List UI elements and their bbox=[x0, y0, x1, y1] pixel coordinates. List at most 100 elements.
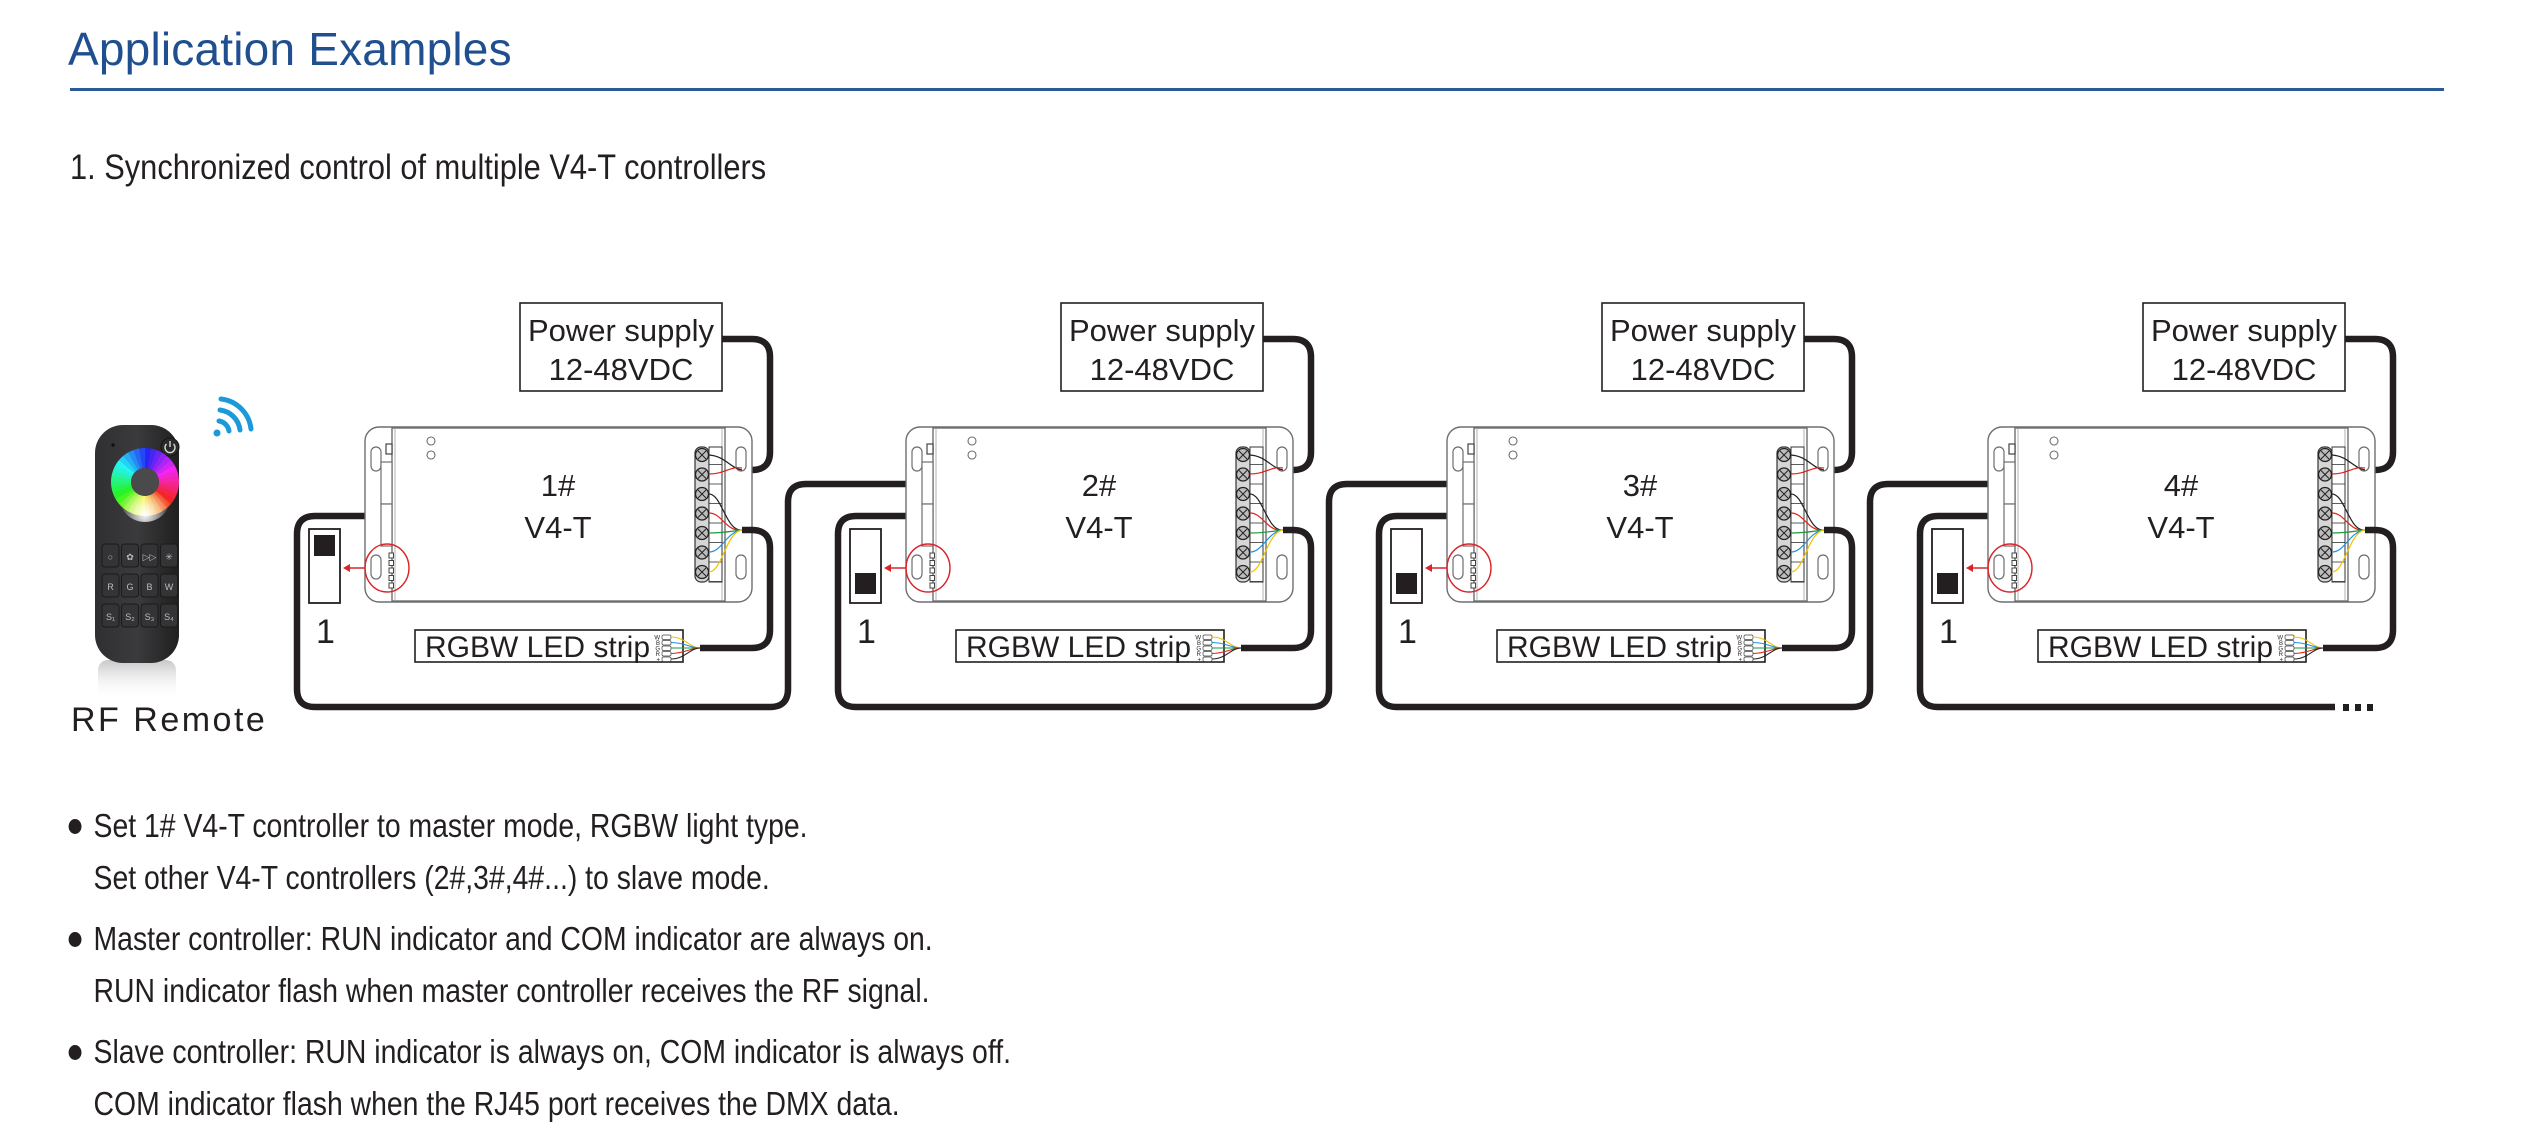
remote-button[interactable]: B bbox=[140, 573, 159, 598]
dip-switch-pin[interactable] bbox=[2011, 567, 2017, 574]
remote-button[interactable]: R bbox=[101, 573, 120, 598]
rj45-port-out[interactable] bbox=[1462, 503, 1475, 547]
strip-pin-pad bbox=[2284, 645, 2295, 651]
strip-lead bbox=[1752, 647, 1783, 660]
remote-button-label: S₄ bbox=[164, 612, 174, 622]
dip-switch-pin[interactable] bbox=[929, 582, 935, 589]
dip-switch-pin[interactable] bbox=[929, 575, 935, 581]
com-indicator bbox=[1508, 450, 1518, 460]
rj45-port-out[interactable] bbox=[2003, 503, 2016, 547]
dip-switch-knob bbox=[1937, 573, 1958, 594]
remote-button[interactable]: ▷▷ bbox=[140, 543, 159, 568]
color-wheel-segment bbox=[139, 448, 146, 469]
wireless-signal-icon bbox=[213, 396, 254, 437]
v4-t-controller[interactable]: 2#V4-T bbox=[884, 426, 1294, 603]
dip-switch-number: 1 bbox=[857, 613, 876, 651]
dip-switch-pin[interactable] bbox=[929, 560, 935, 566]
continuation-dot bbox=[2343, 704, 2349, 711]
rj45-port-in[interactable] bbox=[2003, 461, 2016, 505]
run-indicator bbox=[1508, 436, 1518, 446]
remote-button-face bbox=[140, 603, 159, 628]
terminal-screw-slot bbox=[1238, 528, 1248, 538]
rj45-port-out[interactable] bbox=[380, 503, 393, 547]
dip-switch-pin[interactable] bbox=[929, 552, 935, 559]
v4-t-controller[interactable]: 3#V4-T bbox=[1425, 426, 1835, 603]
dip-switch-pin[interactable] bbox=[1470, 582, 1476, 589]
v4-t-controller[interactable]: 1#V4-T bbox=[343, 426, 753, 603]
rj45-port-in[interactable] bbox=[380, 461, 393, 505]
mounting-slot bbox=[735, 446, 747, 472]
dip-switch-1[interactable]: 1 bbox=[849, 528, 882, 651]
led-strip-label: RGBW LED strip bbox=[1507, 631, 1732, 664]
remote-button[interactable]: S₃ bbox=[140, 603, 159, 628]
remote-button[interactable]: ○ bbox=[101, 543, 120, 568]
strip-pin-label: + bbox=[656, 658, 660, 664]
dip-switch-number: 1 bbox=[1398, 613, 1417, 651]
strip-pin-pad bbox=[2284, 651, 2295, 657]
terminal-screw-slot bbox=[2320, 450, 2330, 460]
dip-switch-pin[interactable] bbox=[388, 575, 394, 581]
color-wheel[interactable] bbox=[111, 448, 179, 522]
dip-switch-pin[interactable] bbox=[388, 552, 394, 559]
strip-lead bbox=[670, 647, 701, 660]
remote-button[interactable]: ✳ bbox=[160, 543, 178, 568]
output-lead bbox=[2331, 529, 2366, 573]
rj45-port-in[interactable] bbox=[1462, 461, 1475, 505]
dip-switch-1[interactable]: 1 bbox=[308, 528, 341, 651]
rj45-port-out[interactable] bbox=[921, 503, 934, 547]
heading-rule bbox=[70, 88, 2444, 91]
remote-button[interactable]: ✿ bbox=[121, 543, 139, 568]
dip-switch-pin[interactable] bbox=[1470, 552, 1476, 559]
run-indicator bbox=[426, 436, 436, 446]
dip-switch-pin[interactable] bbox=[929, 567, 935, 574]
power-lead-positive bbox=[1790, 467, 1825, 475]
power-icon[interactable] bbox=[160, 437, 180, 457]
remote-button[interactable]: S₂ bbox=[121, 603, 139, 628]
dip-switch-pin[interactable] bbox=[388, 567, 394, 574]
remote-button-label: ▷▷ bbox=[143, 552, 157, 562]
remote-button-face bbox=[160, 603, 178, 628]
dip-switch-pin[interactable] bbox=[2011, 560, 2017, 566]
v4-t-controller[interactable]: 4#V4-T bbox=[1966, 426, 2376, 603]
dip-switch-pin[interactable] bbox=[2011, 552, 2017, 559]
dip-switch-pin[interactable] bbox=[2011, 582, 2017, 589]
rj45-port-in[interactable] bbox=[921, 461, 934, 505]
strip-pin-label: W bbox=[2277, 636, 2283, 642]
remote-button[interactable]: W bbox=[160, 573, 178, 598]
mounting-slot bbox=[1276, 446, 1288, 472]
power-supply-frame bbox=[1060, 302, 1264, 392]
color-wheel-segment bbox=[152, 452, 168, 472]
dip-switch-1[interactable]: 1 bbox=[1931, 528, 1964, 651]
controller-body bbox=[391, 427, 726, 602]
led-strip-label: RGBW LED strip bbox=[425, 631, 650, 664]
strip-pin-label: B bbox=[1197, 641, 1201, 647]
remote-button[interactable]: S₄ bbox=[160, 603, 178, 628]
dip-switch-1[interactable]: 1 bbox=[1390, 528, 1423, 651]
antenna-stub bbox=[2008, 443, 2016, 455]
terminal-block bbox=[1776, 446, 1825, 583]
terminal-screw-slot bbox=[1238, 509, 1248, 518]
mounting-slot bbox=[911, 446, 923, 472]
dip-switch-pin[interactable] bbox=[1470, 575, 1476, 581]
rj45-data-cable bbox=[293, 480, 922, 711]
led-cable bbox=[700, 526, 774, 652]
output-lead bbox=[1790, 529, 1825, 573]
remote-button-label: S₃ bbox=[145, 612, 155, 622]
controller-model: V4-T bbox=[524, 510, 591, 545]
dip-switch-pin[interactable] bbox=[388, 560, 394, 566]
remote-button-label: S₂ bbox=[125, 612, 135, 622]
remote-button-face bbox=[121, 603, 139, 628]
dip-switch-pin[interactable] bbox=[1470, 567, 1476, 574]
terminal-screw-slot bbox=[697, 509, 707, 518]
led-cable bbox=[1782, 526, 1856, 652]
dip-switch-pin[interactable] bbox=[388, 582, 394, 589]
remote-button[interactable]: S₁ bbox=[101, 603, 120, 628]
mounting-slot bbox=[1276, 554, 1288, 580]
dip-switch-pin[interactable] bbox=[1470, 560, 1476, 566]
led-strip-frame bbox=[955, 629, 1225, 663]
mounting-slot bbox=[911, 554, 923, 580]
dip-switch-pin[interactable] bbox=[2011, 575, 2017, 581]
power-supply-label: Power supply bbox=[1069, 313, 1256, 348]
remote-button[interactable]: G bbox=[121, 573, 139, 598]
